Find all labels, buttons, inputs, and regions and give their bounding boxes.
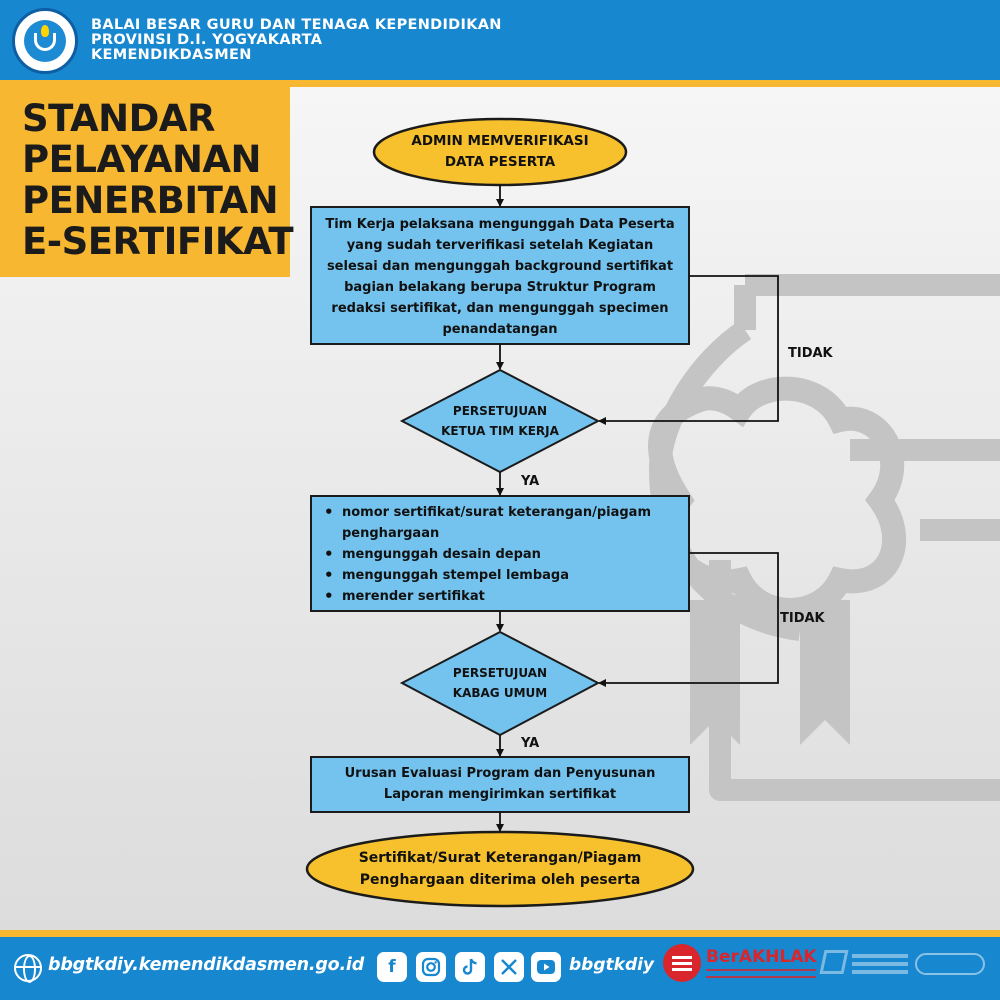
step2-item2: mengunggah desain depan <box>322 544 682 565</box>
social-handle[interactable]: bbgtkdiy <box>569 955 655 975</box>
org-name: BALAI BESAR GURU DAN TENAGA KEPENDIDIKAN… <box>91 18 502 63</box>
step3-line2: Laporan mengirimkan sertifikat <box>383 787 617 802</box>
start-line1: ADMIN MEMVERIFIKASI <box>411 133 589 149</box>
decision1-line1: PERSETUJUAN <box>452 404 548 418</box>
x-glyph <box>501 959 517 975</box>
step3-text: Urusan Evaluasi Program dan Penyusunan L… <box>312 763 688 805</box>
yes-label-1: YA <box>521 474 540 489</box>
header-bar <box>0 0 1000 80</box>
x-icon[interactable] <box>494 952 524 982</box>
title-line1: STANDAR <box>22 97 215 140</box>
end-ellipse <box>305 830 695 908</box>
tiktok-glyph <box>462 958 477 975</box>
step1-line5: redaksi sertifikat, dan mengunggah speci… <box>331 301 669 316</box>
no-label-1: TIDAK <box>788 346 833 361</box>
start-line2: DATA PESERTA <box>444 154 556 170</box>
page-title: STANDAR PELAYANAN PENERBITAN E-SERTIFIKA… <box>22 97 294 263</box>
decision2-line2: KABAG UMUM <box>452 686 548 700</box>
decision2-line1: PERSETUJUAN <box>452 666 548 680</box>
berakhlak-logo: BerAKHLAK <box>706 947 817 967</box>
end-line2: Penghargaan diterima oleh peserta <box>359 872 641 888</box>
step2-item4: merender sertifikat <box>322 586 682 607</box>
org-line1: BALAI BESAR GURU DAN TENAGA KEPENDIDIKAN <box>91 17 502 33</box>
berakhlak-tagline <box>706 969 816 978</box>
loop-tidak-1 <box>598 275 779 425</box>
step1-line3: selesai dan mengunggah background sertif… <box>326 259 674 274</box>
globe-icon <box>14 954 42 983</box>
facebook-icon[interactable]: f <box>377 952 407 982</box>
service-mark-icon <box>819 948 910 978</box>
title-line4: E-SERTIFIKAT <box>22 220 294 263</box>
step1-line6: penandatangan <box>442 322 558 337</box>
step2-item1: nomor sertifikat/surat keterangan/piagam… <box>322 502 682 544</box>
step2-item1-cont: penghargaan <box>342 526 440 541</box>
end-line1: Sertifikat/Surat Keterangan/Piagam <box>358 850 642 866</box>
tut-wuri-handayani-logo-icon <box>12 8 78 74</box>
step1-line4: bagian belakang berupa Struktur Program <box>344 280 656 295</box>
mark-shape <box>819 950 849 974</box>
footer-stripe <box>0 930 1000 937</box>
step3-box <box>310 756 690 813</box>
youtube-icon[interactable] <box>531 952 561 982</box>
mark-lines <box>852 954 908 958</box>
step2-item3: mengunggah stempel lembaga <box>322 565 682 586</box>
logo-flame <box>41 25 49 37</box>
instagram-icon[interactable] <box>416 952 446 982</box>
start-text: ADMIN MEMVERIFIKASI DATA PESERTA <box>380 128 620 176</box>
decision1-line2: KETUA TIM KERJA <box>441 424 559 438</box>
org-line3: KEMENDIKDASMEN <box>91 47 252 63</box>
title-line2: PELAYANAN <box>22 138 262 181</box>
bekerja-badge-icon <box>663 944 701 982</box>
yes-label-2: YA <box>521 736 540 751</box>
step1-box <box>310 206 690 345</box>
step2-list: nomor sertifikat/surat keterangan/piagam… <box>322 502 682 607</box>
org-line2: PROVINSI D.I. YOGYAKARTA <box>91 32 323 48</box>
step1-text: Tim Kerja pelaksana mengunggah Data Pese… <box>312 214 688 340</box>
title-box <box>0 87 290 277</box>
step2-item1-text: nomor sertifikat/surat keterangan/piagam <box>342 505 651 520</box>
decision1-text: PERSETUJUAN KETUA TIM KERJA <box>410 400 590 442</box>
header-stripe <box>0 80 1000 87</box>
step1-line1: Tim Kerja pelaksana mengunggah Data Pese… <box>325 217 675 232</box>
loop-tidak-2 <box>598 552 779 687</box>
no-label-2: TIDAK <box>780 611 825 626</box>
step1-line2: yang sudah terverifikasi setelah Kegiata… <box>346 238 654 253</box>
logo-book <box>34 33 56 51</box>
decision2-text: PERSETUJUAN KABAG UMUM <box>410 662 590 704</box>
end-text: Sertifikat/Surat Keterangan/Piagam Pengh… <box>320 846 680 892</box>
youtube-glyph <box>537 960 555 974</box>
tiktok-icon[interactable] <box>455 952 485 982</box>
ramah-logo-icon <box>915 953 985 975</box>
instagram-glyph <box>421 957 441 977</box>
step3-line1: Urusan Evaluasi Program dan Penyusunan <box>344 766 656 781</box>
title-line3: PENERBITAN <box>22 179 279 222</box>
website-link[interactable]: bbgtkdiy.kemendikdasmen.go.id <box>48 955 365 975</box>
